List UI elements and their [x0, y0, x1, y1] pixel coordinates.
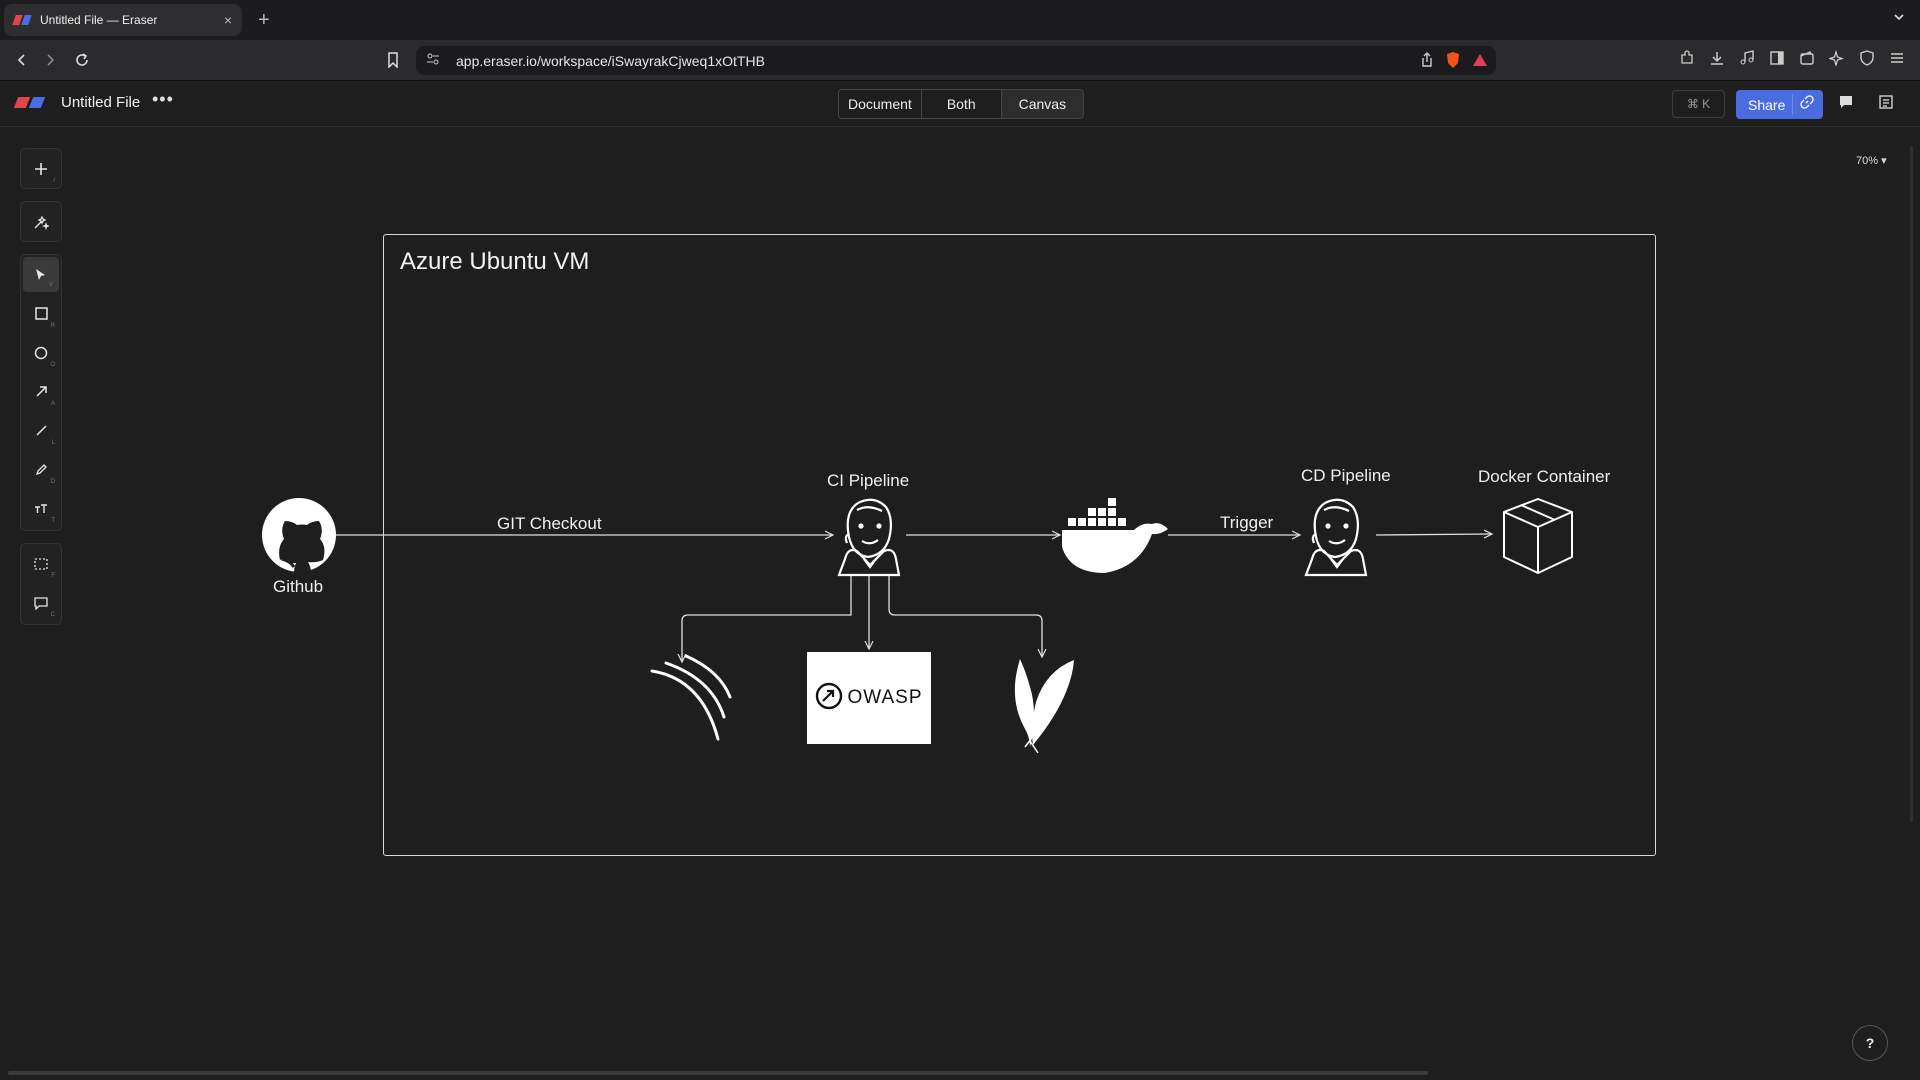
bookmark-icon[interactable] [381, 48, 405, 72]
forward-icon[interactable] [38, 48, 62, 72]
address-bar[interactable]: app.eraser.io/workspace/iSwayrakCjweq1xO… [416, 46, 1496, 75]
tab-list-chevron-icon[interactable] [1892, 10, 1906, 29]
zoom-level[interactable]: 70% ▾ [1856, 155, 1887, 167]
sidebar-icon[interactable] [1768, 49, 1786, 67]
frame-tool[interactable]: F [21, 544, 61, 583]
wallet-icon[interactable] [1798, 49, 1816, 67]
jenkins-ci-icon [837, 498, 901, 577]
cd-pipeline-label[interactable]: CD Pipeline [1301, 466, 1391, 485]
canvas[interactable]: Azure Ubuntu VM Github GIT Checkout CI P… [0, 127, 1920, 1080]
rectangle-tool[interactable]: R [21, 294, 61, 333]
edge-ci-to-sonar [682, 575, 852, 662]
horizontal-scrollbar[interactable] [8, 1071, 1428, 1075]
diagram-connectors [262, 498, 1573, 754]
new-tab-button[interactable]: + [258, 9, 270, 31]
jenkins-cd-icon [1304, 498, 1368, 577]
comments-icon[interactable] [1838, 94, 1858, 114]
zoom-value: 70% [1856, 155, 1879, 167]
help-button[interactable]: ? [1852, 1025, 1888, 1061]
text-tool[interactable]: T [21, 489, 61, 528]
vpn-shield-icon[interactable] [1858, 49, 1876, 67]
file-title[interactable]: Untitled File [61, 94, 141, 111]
share-label: Share [1748, 96, 1786, 113]
comment-tool[interactable]: C [21, 583, 61, 622]
site-settings-icon[interactable] [426, 52, 440, 70]
add-button[interactable]: / [21, 149, 61, 188]
maven-feather-icon [1014, 659, 1074, 754]
container-cube-icon [1503, 498, 1573, 574]
share-divider [1792, 94, 1793, 115]
url-text: app.eraser.io/workspace/iSwayrakCjweq1xO… [456, 52, 765, 69]
reload-icon[interactable] [70, 48, 94, 72]
leo-ai-icon[interactable] [1828, 49, 1846, 67]
tab-title: Untitled File — Eraser [40, 13, 158, 27]
trigger-label[interactable]: Trigger [1220, 513, 1274, 532]
outline-panel-icon[interactable] [1878, 94, 1898, 114]
ci-pipeline-label[interactable]: CI Pipeline [827, 471, 910, 490]
command-palette-button[interactable]: ⌘ K [1672, 90, 1725, 118]
line-tool[interactable]: L [21, 411, 61, 450]
app-header: Untitled File ••• Document Both Canvas ⌘… [0, 81, 1920, 127]
extensions-icon[interactable] [1678, 49, 1696, 67]
git-checkout-label[interactable]: GIT Checkout [497, 514, 602, 533]
github-icon [262, 498, 336, 573]
docker-icon [1062, 498, 1168, 573]
brave-rewards-icon[interactable] [1472, 52, 1488, 73]
ellipse-tool[interactable]: O [21, 333, 61, 372]
github-label[interactable]: Github [273, 577, 324, 596]
frame-title[interactable]: Azure Ubuntu VM [400, 248, 590, 275]
pencil-tool[interactable]: D [21, 450, 61, 489]
brave-shields-icon[interactable] [1444, 51, 1462, 74]
edge-cd-to-container [1375, 534, 1492, 535]
view-mode-switch: Document Both Canvas [838, 89, 1085, 119]
back-icon[interactable] [10, 48, 34, 72]
owasp-logo-icon [815, 682, 843, 715]
share-button[interactable]: Share [1736, 90, 1823, 119]
browser-menu-icon[interactable] [1888, 49, 1906, 67]
vertical-scrollbar[interactable] [1910, 146, 1913, 822]
drawing-toolgroup: V R O A L D T [20, 254, 62, 531]
owasp-node[interactable]: OWASP [807, 652, 931, 744]
copy-link-icon[interactable] [1800, 95, 1814, 112]
browser-tab[interactable]: Untitled File — Eraser × [4, 4, 242, 36]
docker-container-label[interactable]: Docker Container [1478, 467, 1611, 486]
ai-diagram-button[interactable] [21, 202, 61, 241]
view-document-button[interactable]: Document [839, 90, 922, 118]
file-menu-button[interactable]: ••• [152, 89, 174, 109]
tab-close-icon[interactable]: × [223, 12, 232, 28]
ai-toolgroup [20, 201, 62, 242]
select-tool[interactable]: V [23, 257, 59, 292]
tab-bar: Untitled File — Eraser × + [0, 0, 1920, 40]
view-both-button[interactable]: Both [921, 90, 1002, 118]
edge-ci-to-maven [888, 575, 1042, 657]
share-page-icon[interactable] [1420, 52, 1434, 73]
extra-toolgroup: F C [20, 543, 62, 625]
arrow-tool[interactable]: A [21, 372, 61, 411]
owasp-text: OWASP [847, 687, 923, 708]
sonarqube-icon [650, 654, 732, 741]
azure-vm-frame[interactable] [383, 234, 1656, 856]
downloads-icon[interactable] [1708, 49, 1726, 67]
media-icon[interactable] [1738, 49, 1756, 67]
eraser-logo-icon[interactable] [13, 97, 46, 108]
eraser-favicon-icon [12, 15, 32, 25]
add-toolgroup: / [20, 148, 62, 189]
browser-toolbar: app.eraser.io/workspace/iSwayrakCjweq1xO… [0, 40, 1920, 81]
view-canvas-button[interactable]: Canvas [1001, 90, 1084, 118]
